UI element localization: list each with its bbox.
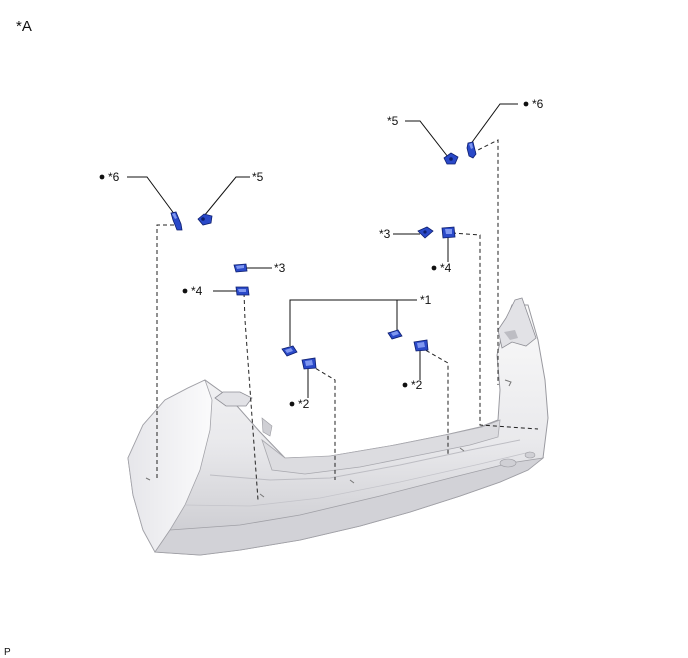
clip-5-right bbox=[443, 152, 459, 165]
clip-4-left bbox=[235, 286, 250, 296]
callout-5-right: *5 bbox=[387, 114, 399, 128]
callout-4-right: *4 bbox=[440, 261, 452, 275]
clip-6-left bbox=[170, 211, 183, 231]
clip-1-right bbox=[387, 329, 403, 340]
callout-leader-lines bbox=[127, 103, 518, 398]
callout-6-left: *6 bbox=[108, 170, 120, 184]
clip-3-left bbox=[233, 263, 248, 273]
bullet-dot bbox=[523, 101, 529, 107]
bullet-dot bbox=[431, 265, 437, 271]
clip-2-right bbox=[413, 339, 429, 352]
bullet-dot bbox=[402, 382, 408, 388]
callout-3-left: *3 bbox=[274, 261, 286, 275]
clip-1-left bbox=[281, 345, 298, 357]
clip-3-right bbox=[417, 226, 434, 239]
callout-2-left: *2 bbox=[298, 397, 310, 411]
parts-right-group bbox=[387, 141, 477, 352]
rear-bumper-cover bbox=[127, 297, 549, 556]
parts-left-group bbox=[170, 211, 317, 370]
callout-3-right: *3 bbox=[379, 227, 391, 241]
callout-4-left: *4 bbox=[191, 284, 203, 298]
clip-6-right bbox=[466, 141, 477, 159]
callout-2-right: *2 bbox=[411, 378, 423, 392]
clip-4-right bbox=[441, 226, 456, 239]
footer-code: P bbox=[4, 647, 11, 658]
callout-6-right: *6 bbox=[532, 97, 544, 111]
installation-guide-lines bbox=[156, 139, 539, 501]
callout-1: *1 bbox=[420, 293, 432, 307]
view-label: *A bbox=[16, 18, 32, 35]
bullet-dot bbox=[99, 174, 105, 180]
bullet-dot bbox=[289, 401, 295, 407]
clip-5-left bbox=[197, 213, 213, 226]
bullet-dot bbox=[182, 288, 188, 294]
clip-2-left bbox=[301, 357, 317, 370]
callout-labels: *1 *2 *2 *3 *3 *4 *4 *5 *5 *6 *6 bbox=[99, 97, 544, 411]
callout-5-left: *5 bbox=[252, 170, 264, 184]
